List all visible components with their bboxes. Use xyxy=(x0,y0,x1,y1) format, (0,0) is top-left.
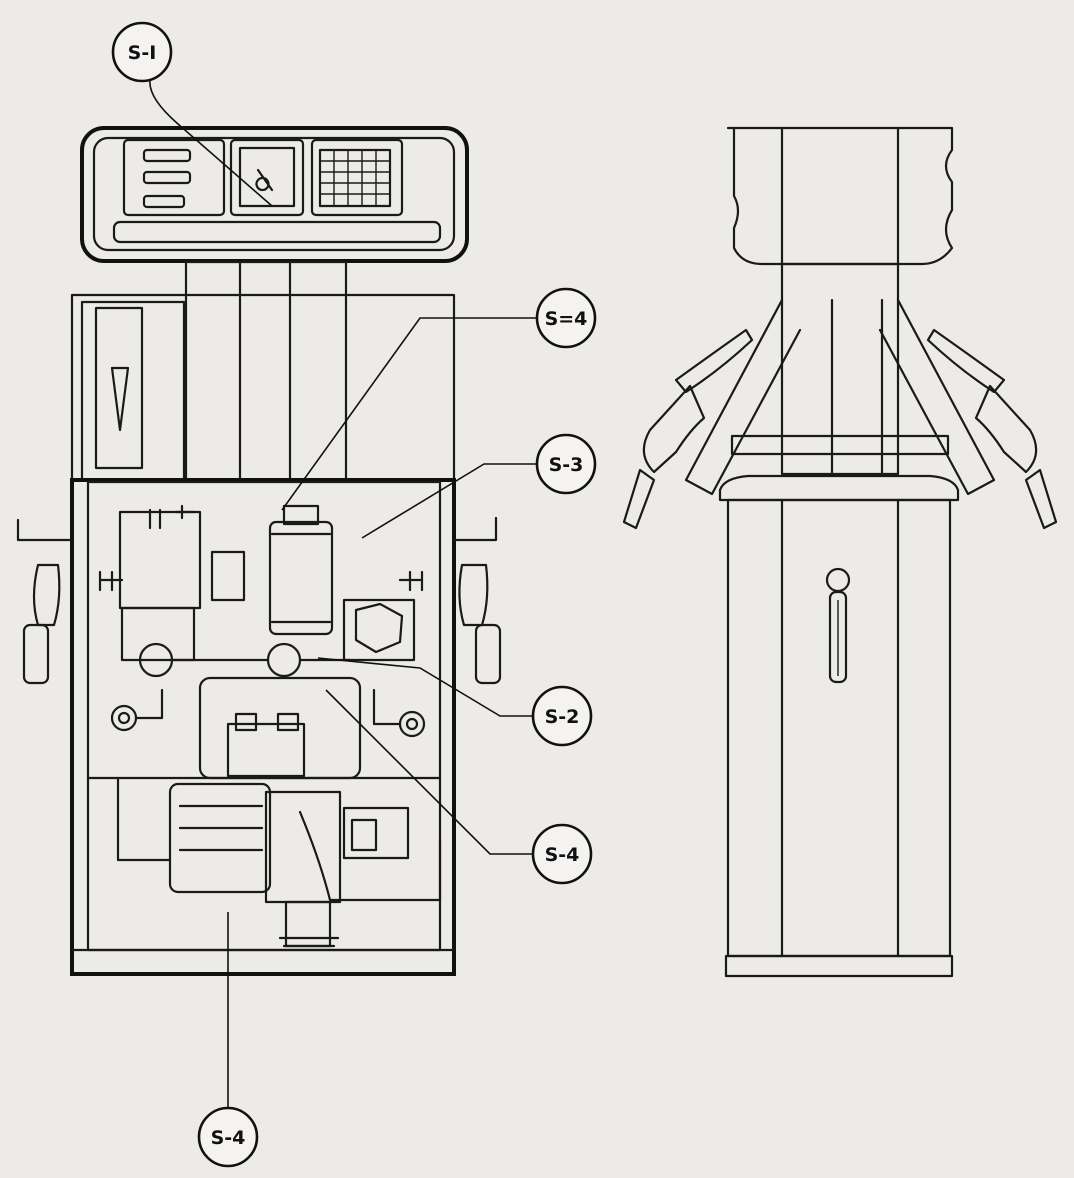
leader-s4a xyxy=(281,317,538,511)
callout-s4b-label: S-4 xyxy=(545,844,580,866)
leader-s2 xyxy=(317,657,534,717)
side-head xyxy=(726,126,954,266)
callout-s3-bubble xyxy=(535,433,597,495)
pump-front-view: S-I S=4 S-3 S-2 S-4 S-4 xyxy=(16,21,597,1168)
column xyxy=(70,260,456,482)
callout-s3-label: S-3 xyxy=(549,454,584,476)
callout-s1-bubble xyxy=(111,21,173,83)
leader-s3 xyxy=(361,463,538,539)
callout-s4c-label: S-4 xyxy=(211,1127,246,1149)
callout-s4a-label: S=4 xyxy=(545,308,588,330)
callout-s4c-bubble xyxy=(197,1106,259,1168)
pump-side-view xyxy=(622,126,1058,978)
side-nozzle-left xyxy=(622,328,754,530)
callout-s1-label: S-I xyxy=(128,42,157,64)
leader-s1 xyxy=(149,79,273,207)
leader-s4b xyxy=(325,689,534,855)
callout-s4a-bubble xyxy=(535,287,597,349)
keypad-grid xyxy=(320,150,390,206)
side-nozzle-right xyxy=(926,328,1058,530)
callout-s2-label: S-2 xyxy=(545,706,580,728)
side-front-nozzle xyxy=(825,567,851,684)
callout-s4b-bubble xyxy=(531,823,593,885)
callout-s2-bubble xyxy=(531,685,593,747)
cabinet xyxy=(16,478,502,976)
display-head xyxy=(80,126,469,263)
side-column xyxy=(780,262,900,476)
